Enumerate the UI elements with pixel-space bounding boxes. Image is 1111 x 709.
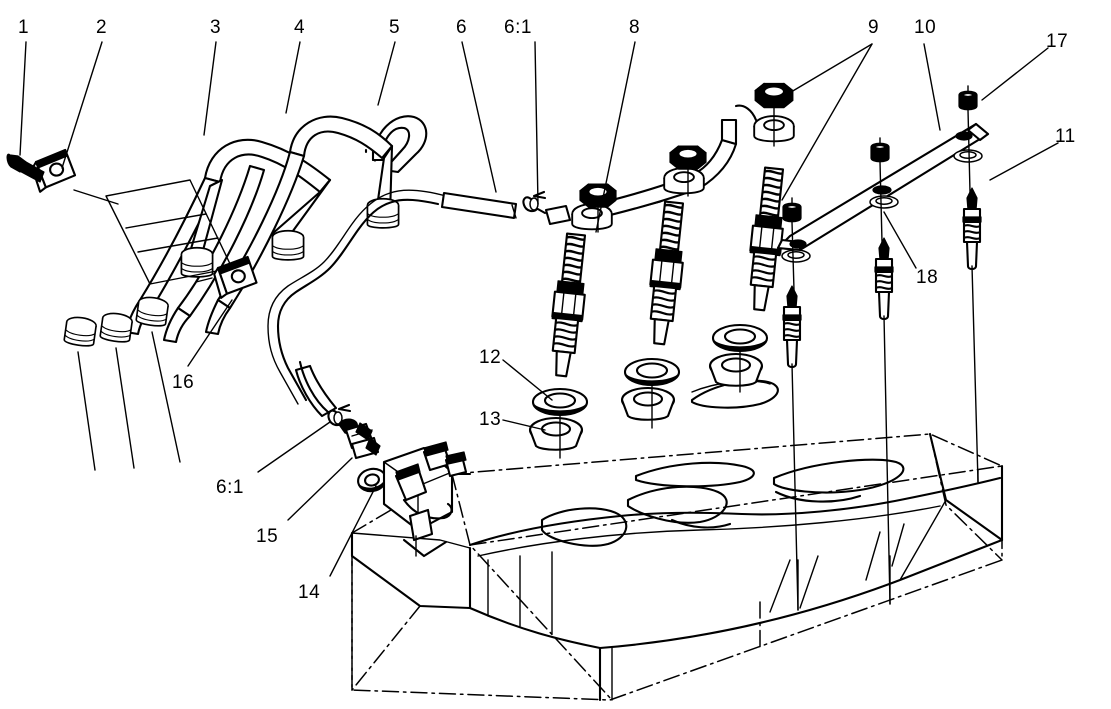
callout-label-6-1: 6:1 <box>216 477 244 498</box>
callout-label-14: 14 <box>298 582 321 603</box>
callout-label-6: 6 <box>456 17 468 38</box>
leader-line-6-1 <box>257 421 331 473</box>
callout-label-5: 5 <box>389 17 401 38</box>
leader-line-1 <box>19 41 27 156</box>
callout-label-1: 1 <box>18 17 30 38</box>
callout-label-9: 9 <box>868 17 880 38</box>
callout-label-6-1: 6:1 <box>504 17 532 38</box>
callout-label-4: 4 <box>294 17 306 38</box>
leader-line-3 <box>203 41 217 136</box>
leader-line-2 <box>61 41 103 169</box>
leader-line-15 <box>287 457 353 521</box>
callout-label-16: 16 <box>172 372 195 393</box>
callout-label-11: 11 <box>1055 126 1076 147</box>
banjo-bolt <box>6 153 45 183</box>
callout-label-10: 10 <box>914 17 937 38</box>
leader-line-18 <box>883 211 917 269</box>
glow-plug-washer-18-c <box>953 149 983 163</box>
callout-label-2: 2 <box>96 17 108 38</box>
callout-label-17: 17 <box>1046 31 1069 52</box>
leader-line-13 <box>502 419 546 431</box>
callout-label-15: 15 <box>256 526 279 547</box>
leader-line-6-1 <box>534 41 539 205</box>
callout-label-18: 18 <box>916 267 939 288</box>
leader-line-10 <box>923 43 941 131</box>
leader-line-8 <box>595 41 636 233</box>
glow-plug-washer-18-b <box>869 195 899 209</box>
callout-label-8: 8 <box>629 17 641 38</box>
fuel-feed-block <box>382 441 468 558</box>
hose-clamp-lower <box>327 403 352 428</box>
callout-label-12: 12 <box>479 347 502 368</box>
leader-line-11 <box>989 142 1059 181</box>
callout-label-3: 3 <box>210 17 222 38</box>
leak-off-pipe <box>544 82 795 233</box>
leader-line-4 <box>285 41 301 114</box>
leader-line-17 <box>981 47 1049 101</box>
leader-line-14 <box>329 485 377 577</box>
glow-plug-washer-18-a <box>781 249 811 263</box>
leader-line-6 <box>461 41 497 193</box>
callout-label-13: 13 <box>479 409 502 430</box>
hose-clamp-upper <box>522 190 547 215</box>
leader-line-9 <box>785 43 873 96</box>
callout-leaders <box>19 41 1059 577</box>
fuel-connector-15 <box>338 418 381 460</box>
leader-line-12 <box>502 359 553 401</box>
leader-line-9 <box>781 43 873 201</box>
leader-line-5 <box>377 41 396 106</box>
fuel-return-hose <box>267 189 518 418</box>
leader-line-16 <box>187 299 233 367</box>
engine-block-phantom <box>350 379 1004 702</box>
